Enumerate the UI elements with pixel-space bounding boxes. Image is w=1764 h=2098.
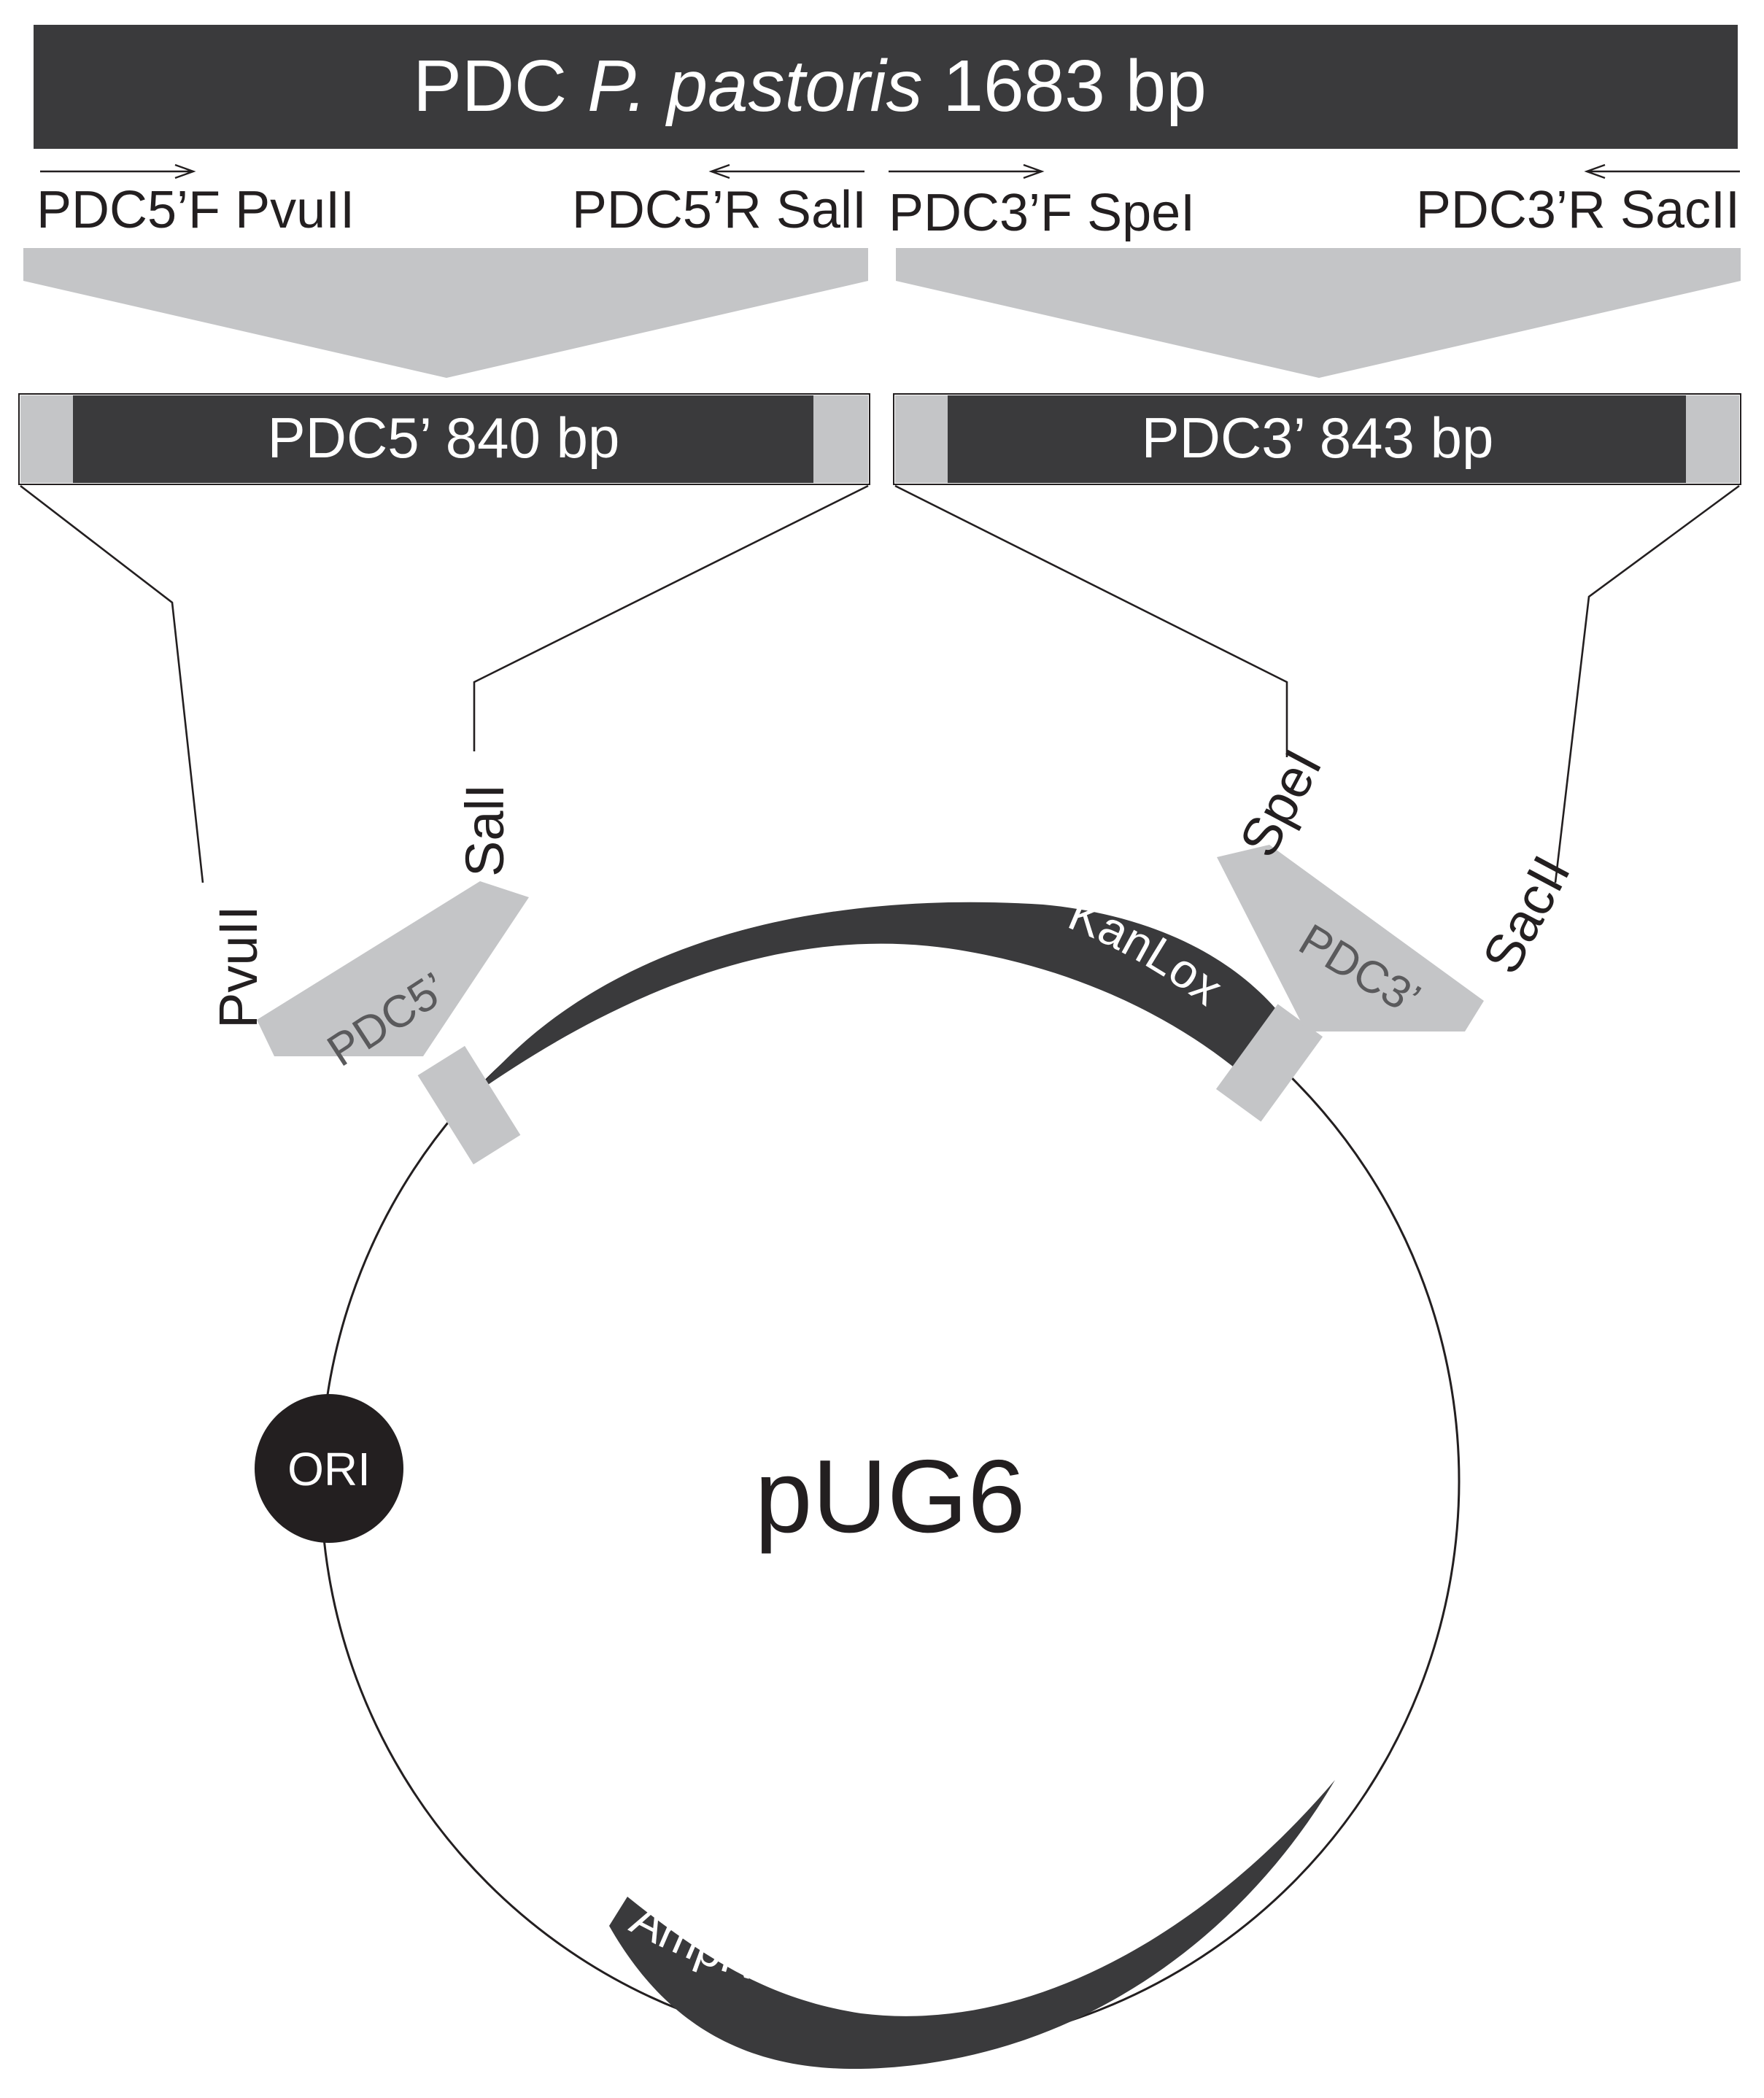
- site-label-pvuii: PvuII: [208, 905, 268, 1029]
- insert-site-block-right: [1215, 1004, 1323, 1122]
- fragment-label-5prime: PDC5’ 840 bp: [268, 406, 620, 470]
- connector-lines: [20, 484, 1740, 883]
- insert-pdc3prime: PDC3’: [1217, 845, 1484, 1031]
- gene-organism: P. pastoris: [587, 45, 923, 127]
- amplification-funnel-3prime: [896, 248, 1741, 378]
- amplification-funnel-5prime: [23, 248, 868, 378]
- fragment-bar-3prime: PDC3’ 843 bp: [893, 393, 1741, 485]
- insert-site-block-left: [417, 1045, 521, 1165]
- plasmid-name: pUG6: [755, 1439, 1026, 1555]
- site-label-sacii: SacII: [1471, 846, 1582, 983]
- primer-forward-arrow-3f: [889, 163, 1045, 179]
- connector-pvuii: [20, 484, 204, 883]
- site-label-sali: SalI: [454, 783, 515, 877]
- fragment-bar-5prime: PDC5’ 840 bp: [18, 393, 870, 485]
- ampr-feature: AmpR: [609, 1780, 1335, 2070]
- primer-labels: PDC5’F PvuII PDC5’R SalI PDC3’F SpeI PDC…: [36, 181, 1740, 242]
- primer-arrows: [40, 163, 1740, 179]
- primer-label-3r: PDC3’R SacII: [1416, 181, 1740, 239]
- primer-reverse-arrow-5r: [708, 163, 864, 179]
- primer-forward-arrow-5f: [40, 163, 196, 179]
- connector-spei: [894, 484, 1288, 757]
- connector-sacii: [1554, 484, 1740, 883]
- gene-title: PDC P. pastoris 1683 bp: [413, 45, 1207, 127]
- gene-bar: PDC P. pastoris 1683 bp: [34, 25, 1738, 149]
- primer-label-3f: PDC3’F SpeI: [889, 184, 1195, 242]
- kanlox-feature: KanLox: [474, 886, 1280, 1094]
- connector-sali: [473, 484, 869, 751]
- primer-label-5r: PDC5’R SalI: [572, 181, 867, 239]
- insert-pdc5prime: PDC5’: [257, 881, 529, 1077]
- fragment-label-3prime: PDC3’ 843 bp: [1142, 406, 1494, 470]
- site-label-spei: SpeI: [1228, 740, 1334, 866]
- ori-label: ORI: [287, 1443, 371, 1495]
- gene-length: 1683 bp: [943, 45, 1206, 127]
- gene-name: PDC: [413, 45, 567, 127]
- primer-reverse-arrow-3r: [1584, 163, 1740, 179]
- ori-feature: ORI: [255, 1394, 403, 1543]
- primer-label-5f: PDC5’F PvuII: [36, 181, 355, 239]
